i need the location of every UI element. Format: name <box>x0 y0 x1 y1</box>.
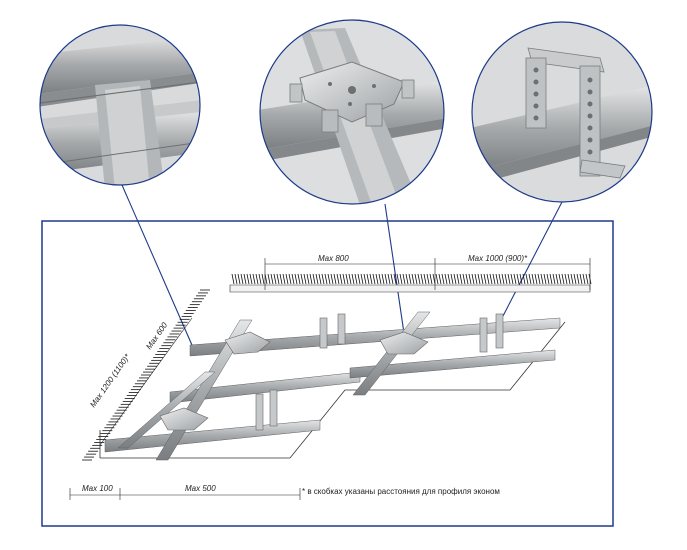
footnote: * в скобках указаны расстояния для профи… <box>302 487 500 496</box>
ceiling-profiles <box>104 311 561 461</box>
isometric-frame: Max 800 Max 1000 (900)* Max 600 Max 1200… <box>69 254 592 500</box>
dim-bottom-right: Max 500 <box>185 484 216 493</box>
crab-connectors <box>159 331 429 431</box>
cross-connector-detail <box>259 19 445 205</box>
dim-top-right: Max 1000 (900)* <box>468 254 528 263</box>
wall-hatching <box>82 273 592 461</box>
callout-lines <box>121 184 563 353</box>
dim-left-short: Max 600 <box>144 320 169 351</box>
direct-hanger-detail <box>471 21 653 203</box>
dim-left-long: Max 1200 (1100)* <box>88 352 132 409</box>
direct-hangers <box>255 313 504 431</box>
dim-top-left: Max 800 <box>318 254 349 263</box>
main-drawing-frame <box>41 220 614 527</box>
profile-joint-detail <box>39 24 201 186</box>
dimension-lines <box>69 258 591 500</box>
dim-bottom-left: Max 100 <box>82 484 113 493</box>
